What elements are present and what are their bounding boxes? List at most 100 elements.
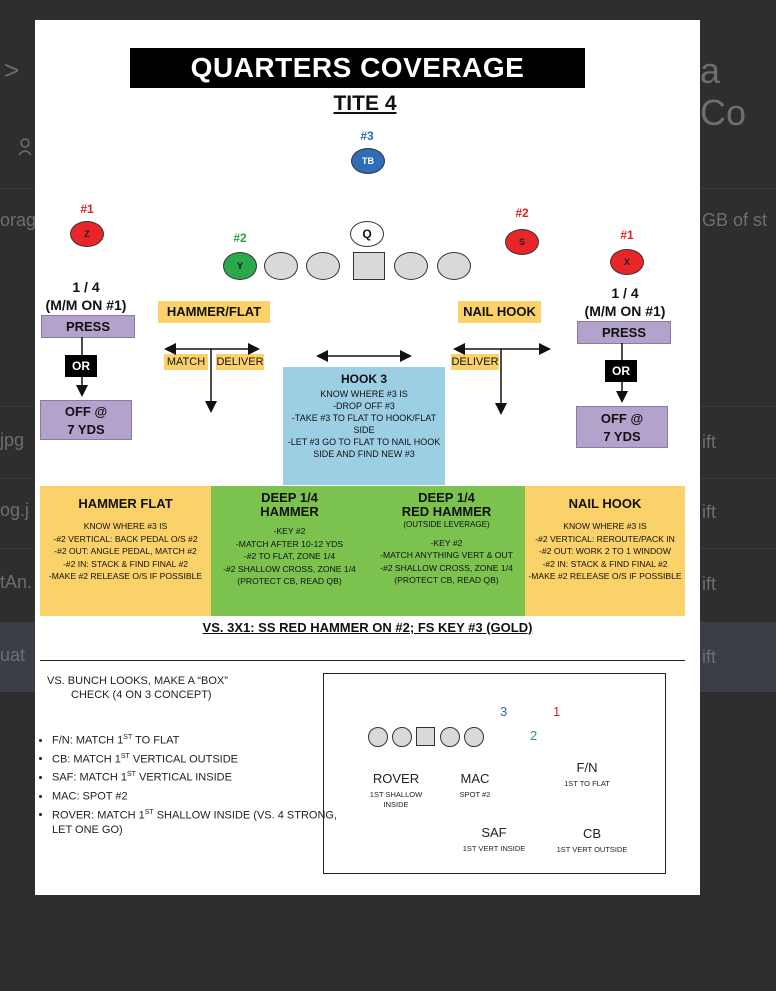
assignment-title: HAMMER [260,504,319,519]
left-off-line1: OFF @ [64,404,108,419]
assignment-title: RED HAMMER [401,504,492,519]
assignment-title: DEEP 1/4 [261,490,318,505]
list-item-text: F/N: MATCH 1 [52,734,124,747]
box-check-diagram: 3 1 2 ROVER 1ST SHALLOW INSIDE MAC SPOT … [323,673,666,874]
assignment-line: -#2 IN: STACK & FIND FINAL #2 [62,558,189,569]
left-corner-fraction: 1 / 4 [72,279,100,295]
defender-note: 1ST VERT INSIDE [462,844,526,853]
list-item: F/N: MATCH 1ST TO FLAT [52,730,342,749]
background-right-text: ift [702,432,717,452]
left-press-box: PRESS [41,315,135,338]
right-press-box: PRESS [577,321,671,344]
background-left-text: jpg [0,430,25,450]
superscript: ST [126,771,136,779]
list-item: SAF: MATCH 1ST VERTICAL INSIDE [52,767,342,786]
cb-assignment: CB 1ST VERT OUTSIDE [544,826,640,855]
bunch-note-line: CHECK (4 ON 3 CONCEPT) [71,689,212,701]
defender-note: INSIDE [383,800,409,809]
background-right-text: ift [702,647,717,667]
hook3-title: HOOK 3 [340,372,387,386]
mac-assignment: MAC SPOT #2 [437,771,513,800]
lineman-marker [264,252,298,280]
left-or-box: OR [65,355,97,377]
defender-note: SPOT #2 [459,790,491,799]
s-marker: S [505,229,539,255]
left-corner-assignment: (M/M ON #1) [45,297,127,313]
lineman-marker [394,252,428,280]
deliver-left-label: DELIVER [216,354,264,370]
assignment-line: -#2 OUT: ANGLE PEDAL, MATCH #2 [54,546,197,556]
superscript: ST [120,752,130,760]
arrows-layer [76,337,628,415]
assignment-subtitle: (OUTSIDE LEVERAGE) [403,520,490,529]
s-number: #2 [515,206,529,220]
list-item-text: VERTICAL OUTSIDE [129,753,239,766]
background-right-text: ift [702,502,717,522]
assignment-line: -#2 OUT: WORK 2 TO 1 WINDOW [539,546,671,556]
background-right-text: ift [702,574,717,594]
assignment-line: -#2 SHALLOW CROSS, ZONE 1/4 [380,562,513,573]
tb-marker: TB [351,148,385,174]
fn-assignment: F/N 1ST TO FLAT [544,760,630,789]
center-marker [416,727,435,746]
lineman-marker [437,252,471,280]
hook3-line: SIDE [353,425,375,435]
assignment-line: (PROTECT CB, READ QB) [394,575,499,585]
receiver-1-number: 1 [553,704,561,719]
lineman-marker [368,727,388,747]
background-right-text: a Co [700,50,747,133]
match-label: MATCH [164,354,208,370]
hammer-flat-label: HAMMER/FLAT [158,301,270,323]
assignment-title: HAMMER FLAT [78,496,173,511]
list-item-text: VERTICAL INSIDE [135,771,232,784]
center-marker [353,252,385,280]
assignment-line: -#2 SHALLOW CROSS, ZONE 1/4 [223,563,356,574]
background-left-text: tAn. [0,572,33,592]
bunch-note: VS. BUNCH LOOKS, MAKE A “BOX” CHECK (4 O… [47,674,277,702]
nail-hook-label: NAIL HOOK [458,301,541,323]
defender-name: MAC [460,771,490,786]
x-number: #1 [620,228,634,242]
hook3-line: KNOW WHERE #3 IS [320,389,408,399]
background-left-text: og.j [0,500,30,520]
defender-note: 1ST TO FLAT [564,779,610,788]
list-item-text: CB: MATCH 1 [52,753,121,766]
list-item: CB: MATCH 1ST VERTICAL OUTSIDE [52,749,342,768]
vs-3x1-note: VS. 3X1: SS RED HAMMER ON #2; FS KEY #3 … [202,620,533,635]
lineman-marker [392,727,412,747]
left-off-line2: 7 YDS [67,422,105,437]
assignment-line: -KEY #2 [430,537,463,548]
assignment-title: NAIL HOOK [568,496,642,511]
bunch-checklist: F/N: MATCH 1ST TO FLAT CB: MATCH 1ST VER… [35,730,342,838]
right-off-box: OFF @ 7 YDS [576,406,668,448]
deep-quarter-red-hammer-assignment: DEEP 1/4 RED HAMMER (OUTSIDE LEVERAGE) -… [368,486,525,616]
assignment-title: DEEP 1/4 [418,490,475,505]
tb-number: #3 [360,129,374,143]
defender-name: SAF [481,825,507,840]
hook3-box: HOOK 3 KNOW WHERE #3 IS -DROP OFF #3 -TA… [283,367,445,485]
superscript: ST [123,734,133,741]
assignment-line: -KEY #2 [273,526,306,536]
assignment-line: -#2 IN: STACK & FIND FINAL #2 [542,558,668,569]
list-item-text: ROVER: MATCH 1 [52,809,145,822]
deliver-right-label: DELIVER [451,354,499,370]
right-corner-assignment: (M/M ON #1) [584,303,666,319]
saf-assignment: SAF 1ST VERT INSIDE [439,825,549,854]
z-marker: Z [70,221,104,247]
assignment-line: (PROTECT CB, READ QB) [237,576,342,586]
right-corner-fraction: 1 / 4 [611,285,639,301]
hammer-flat-assignment: HAMMER FLAT KNOW WHERE #3 IS -#2 VERTICA… [40,486,211,616]
assignment-line: KNOW WHERE #3 IS [563,521,647,531]
assignment-line: -MATCH AFTER 10-12 YDS [235,538,344,549]
x-marker: X [610,249,644,275]
defender-name: F/N [576,760,598,775]
hook3-line: SIDE AND FIND NEW #3 [313,449,415,459]
list-item-text: SAF: MATCH 1 [52,771,127,784]
right-off-line1: OFF @ [600,411,644,426]
assignment-line: -#2 TO FLAT, ZONE 1/4 [243,551,336,561]
list-item: MAC: SPOT #2 [52,786,342,805]
chevron-right-icon: > [4,55,20,85]
defender-name: CB [582,826,602,841]
assignment-line: -#2 VERTICAL: REROUTE/PACK IN [535,533,675,544]
person-icon [18,138,32,156]
